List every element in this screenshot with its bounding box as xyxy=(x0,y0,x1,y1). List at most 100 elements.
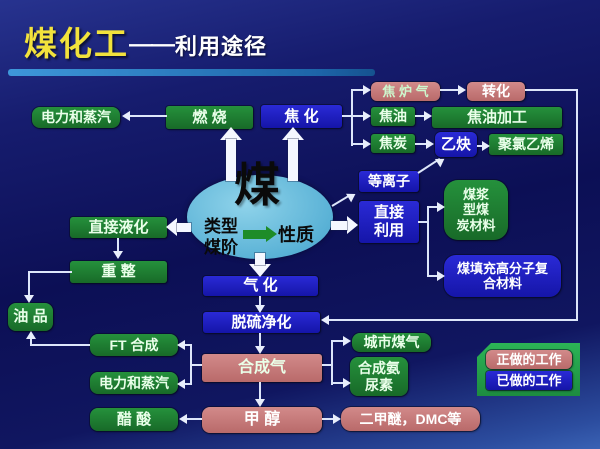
node-ammonia-urea: 合成氨 尿素 xyxy=(350,357,408,396)
node-coking: 焦 化 xyxy=(261,105,342,128)
node-dme-dmc: 二甲醚，DMC等 xyxy=(341,407,480,431)
arrow-line xyxy=(525,89,578,91)
title-underline xyxy=(8,69,375,76)
node-ft-synthesis: FT 合成 xyxy=(90,334,178,356)
arrow-head xyxy=(255,346,265,354)
title-main: 煤化工 xyxy=(24,25,129,62)
arrow-head xyxy=(122,111,130,121)
arrow-line xyxy=(440,89,459,91)
title-sub: 利用途径 xyxy=(175,34,268,59)
legend-done: 已做的工作 xyxy=(486,371,572,390)
arrow-line xyxy=(322,418,334,420)
block-arrow-shaft xyxy=(255,253,265,265)
arrow-head xyxy=(333,414,341,424)
arrow-head xyxy=(437,202,445,212)
node-pvc: 聚氯乙烯 xyxy=(489,134,563,155)
arrow-line xyxy=(576,89,578,321)
node-plasma: 等离子 xyxy=(359,171,419,192)
arrow-line xyxy=(190,364,202,366)
ellipse-type-rank-label: 类型 煤阶 xyxy=(204,217,238,258)
arrow-line xyxy=(329,319,578,321)
node-syngas: 合成气 xyxy=(202,354,322,382)
node-gasification: 气 化 xyxy=(203,276,318,296)
block-arrow-shaft xyxy=(226,139,236,181)
block-arrow-shaft xyxy=(177,223,191,232)
legend-doing: 正做的工作 xyxy=(486,350,572,369)
node-methanol: 甲 醇 xyxy=(202,407,322,433)
arrow-line xyxy=(187,418,202,420)
arrow-head xyxy=(26,331,36,339)
legend: 正做的工作 已做的工作 xyxy=(477,343,580,396)
arrow-head xyxy=(177,340,185,350)
block-arrow-right-direct-use xyxy=(347,216,358,234)
node-desulfurization: 脱硫净化 xyxy=(203,312,320,333)
arrow-line xyxy=(117,238,119,251)
arrow-line xyxy=(28,271,30,295)
ellipse-coal-label: 煤 xyxy=(234,159,280,211)
block-arrow-shaft xyxy=(288,139,298,181)
arrow-line xyxy=(415,115,425,117)
arrow-head xyxy=(179,414,187,424)
title-dash: —— xyxy=(129,31,175,58)
arrow-line xyxy=(351,89,364,91)
ellipse-property-label: 性质 xyxy=(278,225,314,245)
arrow-head xyxy=(343,336,351,346)
block-arrow-shaft xyxy=(331,221,347,230)
arrow-head xyxy=(255,399,265,407)
arrow-head xyxy=(363,85,371,95)
arrow-head xyxy=(426,139,434,149)
arrow-line xyxy=(259,333,261,346)
arrow-head xyxy=(482,141,490,151)
arrow-head xyxy=(437,271,445,281)
block-arrow-up-coking xyxy=(282,127,304,140)
block-arrow-left-liquefaction xyxy=(166,218,177,236)
arrow-line xyxy=(429,206,439,208)
node-direct-use: 直接 利用 xyxy=(359,201,419,243)
node-oil-products: 油 品 xyxy=(8,303,53,331)
arrow-head xyxy=(113,251,123,259)
page-title: 煤化工 —— 利用途径 xyxy=(24,20,267,60)
arrow-line xyxy=(342,115,352,117)
arrow-head xyxy=(255,305,265,313)
node-power-steam-bottom: 电力和蒸汽 xyxy=(90,372,178,394)
arrow-line xyxy=(418,221,429,223)
arrow-head xyxy=(343,378,351,388)
arrow-head xyxy=(321,315,329,325)
node-coke: 焦炭 xyxy=(371,134,415,153)
arrow-line xyxy=(190,344,192,385)
node-coal-tar: 焦油 xyxy=(371,107,415,126)
arrow-line xyxy=(415,143,427,145)
node-acetylene: 乙炔 xyxy=(435,132,477,157)
arrow-line xyxy=(427,206,429,277)
arrow-line xyxy=(130,115,167,117)
arrow-line xyxy=(30,344,90,346)
arrow-line xyxy=(333,340,344,342)
node-coke-oven-gas: 焦 炉 气 xyxy=(371,82,440,101)
arrow-line xyxy=(331,340,333,385)
node-power-steam-top: 电力和蒸汽 xyxy=(32,107,120,128)
arrow-head xyxy=(424,111,432,121)
arrow-line xyxy=(477,145,483,147)
node-direct-liquefaction: 直接液化 xyxy=(70,217,167,238)
arrow-line xyxy=(333,382,344,384)
node-city-gas: 城市煤气 xyxy=(352,333,431,352)
arrow-line xyxy=(30,339,32,346)
arrow-line xyxy=(184,344,191,346)
coal-ellipse xyxy=(187,175,333,259)
property-arrow-shaft xyxy=(243,230,266,239)
arrow-line xyxy=(351,115,364,117)
arrow-line xyxy=(259,382,261,399)
arrow-line xyxy=(322,364,333,366)
arrow-head xyxy=(177,379,185,389)
property-arrow-head xyxy=(266,226,277,242)
node-acetic-acid: 醋 酸 xyxy=(90,408,178,431)
arrow-head xyxy=(24,295,34,303)
arrow-line xyxy=(351,143,364,145)
node-coal-polymer: 煤填充高分子复 合材料 xyxy=(444,255,561,297)
node-tar-processing: 焦油加工 xyxy=(432,107,562,128)
arrow-line xyxy=(184,383,191,385)
arrow-head xyxy=(458,85,466,95)
arrow-line xyxy=(429,275,439,277)
arrow-line xyxy=(28,271,72,273)
